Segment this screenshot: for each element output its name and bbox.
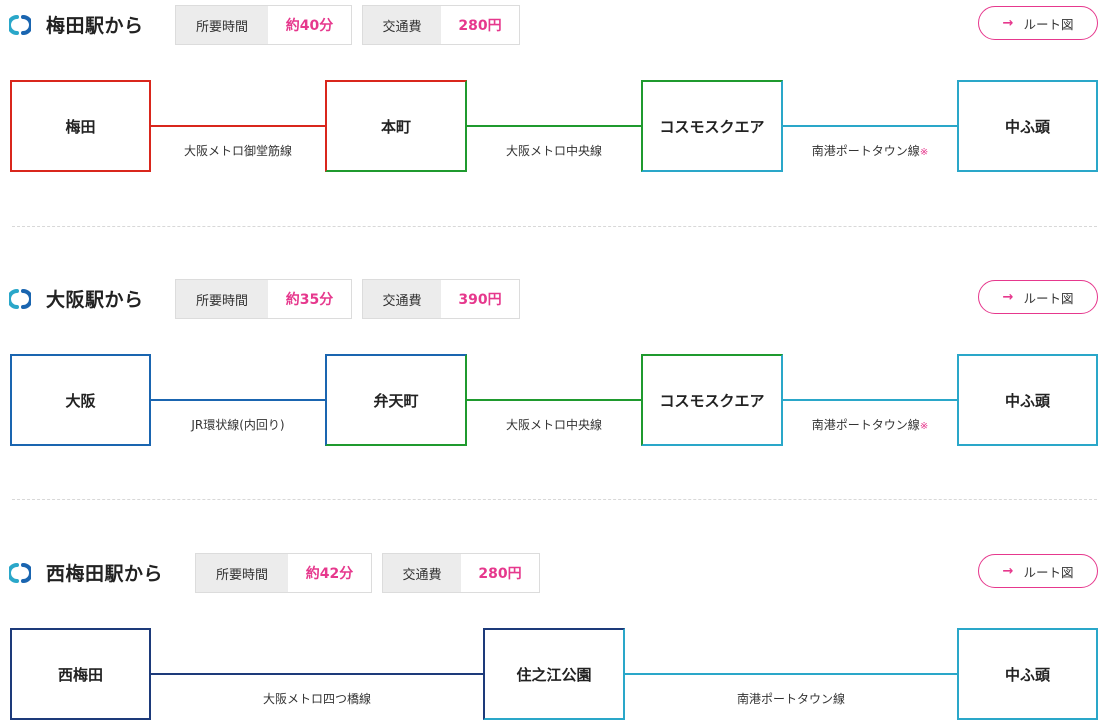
line-name: 大阪メトロ中央線 (505, 418, 603, 432)
line-name: 大阪メトロ四つ橋線 (262, 692, 372, 706)
station-name: 梅田 (65, 117, 96, 136)
station-name: コスモスクエア (659, 117, 765, 136)
travel-time-value: 約42分 (305, 566, 354, 582)
route-nishi-umeda: 西梅田駅から 所要時間 約42分 交通費 280円 → ルート図 西梅田 住之江… (0, 553, 1108, 723)
station-box: 大阪 (10, 354, 151, 446)
arrow-right-icon: → (1002, 289, 1014, 305)
station-box: 中ふ頭 (957, 628, 1098, 720)
station-box: コスモスクエア (641, 80, 783, 172)
station-box: コスモスクエア (641, 354, 783, 446)
station-box: 西梅田 (10, 628, 151, 720)
route-title: 梅田駅から (46, 15, 144, 37)
fare-value: 280円 (478, 566, 522, 582)
station-box: 弁天町 (325, 354, 467, 446)
station-box: 中ふ頭 (957, 80, 1098, 172)
line-name: 南港ポートタウン線 (736, 692, 846, 706)
station-name: 住之江公園 (516, 665, 592, 684)
station-name: 中ふ頭 (1004, 117, 1050, 136)
travel-time-value: 約35分 (285, 292, 334, 308)
fare-label: 交通費 (363, 280, 441, 318)
route-header: 西梅田駅から 所要時間 約42分 交通費 280円 → ルート図 (0, 553, 1108, 593)
travel-time-box: 所要時間 約42分 (195, 553, 372, 593)
station-box: 梅田 (10, 80, 151, 172)
line-name: 南港ポートタウン線 (811, 418, 920, 432)
footnote-mark: ※ (919, 147, 929, 158)
route-map-label: ルート図 (1023, 290, 1074, 306)
route-header: 大阪駅から 所要時間 約35分 交通費 390円 → ルート図 (0, 279, 1108, 319)
fare-label: 交通費 (383, 554, 461, 592)
station-name: コスモスクエア (659, 391, 765, 410)
route-marker-icon (9, 563, 31, 583)
line-segment-midosuji (150, 125, 326, 127)
route-map-button[interactable]: → ルート図 (978, 6, 1098, 40)
route-osaka: 大阪駅から 所要時間 約35分 交通費 390円 → ルート図 大阪 弁天町 コ… (0, 279, 1108, 449)
station-name: 弁天町 (373, 391, 419, 410)
line-name: JR環状線(内回り) (191, 418, 285, 432)
route-map-label: ルート図 (1023, 16, 1074, 32)
route-map-button[interactable]: → ルート図 (978, 554, 1098, 588)
fare-value: 280円 (458, 18, 502, 34)
line-segment-yotsubashi (150, 673, 484, 675)
station-name: 西梅田 (57, 665, 103, 684)
route-marker-icon (9, 15, 31, 35)
arrow-right-icon: → (1002, 15, 1014, 31)
line-segment-new-tram (782, 399, 958, 401)
line-segment-jr-loop (150, 399, 326, 401)
section-divider (12, 499, 1097, 500)
line-segment-chuo (466, 125, 642, 127)
route-map-label: ルート図 (1023, 564, 1074, 580)
fare-box: 交通費 280円 (362, 5, 520, 45)
route-title: 西梅田駅から (46, 563, 164, 585)
travel-time-label: 所要時間 (176, 280, 268, 318)
station-name: 大阪 (65, 391, 96, 410)
route-marker-icon (9, 289, 31, 309)
fare-box: 交通費 280円 (382, 553, 540, 593)
travel-time-box: 所要時間 約35分 (175, 279, 352, 319)
fare-value: 390円 (458, 292, 502, 308)
station-name: 中ふ頭 (1004, 665, 1050, 684)
station-box: 中ふ頭 (957, 354, 1098, 446)
line-segment-chuo (466, 399, 642, 401)
section-divider (12, 226, 1097, 227)
route-map-button[interactable]: → ルート図 (978, 280, 1098, 314)
travel-time-label: 所要時間 (176, 6, 268, 44)
station-name: 本町 (380, 117, 411, 136)
fare-box: 交通費 390円 (362, 279, 520, 319)
line-segment-new-tram (782, 125, 958, 127)
travel-time-box: 所要時間 約40分 (175, 5, 352, 45)
station-box: 本町 (325, 80, 467, 172)
arrow-right-icon: → (1002, 563, 1014, 579)
travel-time-label: 所要時間 (196, 554, 288, 592)
line-name-with-note: 南港ポートタウン線※ (812, 142, 928, 159)
station-name: 中ふ頭 (1004, 391, 1050, 410)
line-name: 大阪メトロ中央線 (505, 144, 603, 158)
route-title: 大阪駅から (46, 289, 144, 311)
station-box: 住之江公園 (483, 628, 625, 720)
line-name: 大阪メトロ御堂筋線 (183, 144, 293, 158)
fare-label: 交通費 (363, 6, 441, 44)
footnote-mark: ※ (919, 421, 929, 432)
route-umeda: 梅田駅から 所要時間 約40分 交通費 280円 → ルート図 梅田 本町 コス… (0, 5, 1108, 175)
line-segment-new-tram (624, 673, 958, 675)
route-header: 梅田駅から 所要時間 約40分 交通費 280円 → ルート図 (0, 5, 1108, 45)
travel-time-value: 約40分 (285, 18, 334, 34)
line-name-with-note: 南港ポートタウン線※ (812, 416, 928, 433)
line-name: 南港ポートタウン線 (811, 144, 920, 158)
